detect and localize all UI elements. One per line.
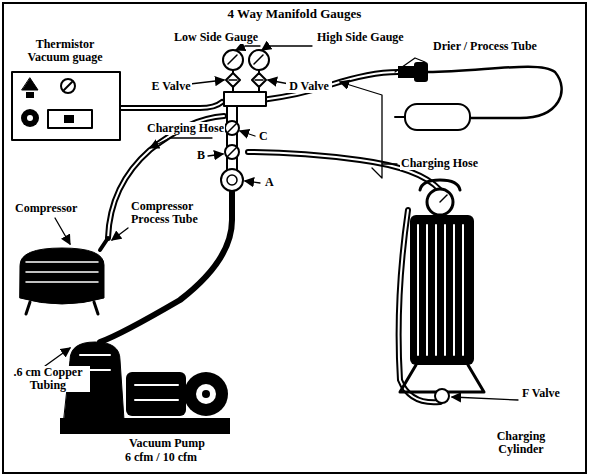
diagram-title: 4 Way Manifold Gauges (0, 6, 589, 22)
part-label: D Valve (286, 80, 332, 93)
part-label: F Valve (520, 387, 562, 400)
part-label: Vacuum Pump (128, 437, 206, 450)
part-label: Charging Hose (146, 122, 225, 135)
part-label: Compressor Process Tube (130, 200, 206, 226)
part-label: A (264, 176, 275, 189)
part-label: Compressor (14, 202, 78, 215)
part-label: .6 cm Copper Tubing (6, 366, 90, 392)
part-label: C (258, 130, 269, 143)
part-label: B (196, 149, 206, 162)
part-label: 6 cfm / 10 cfm (124, 451, 198, 464)
part-label: Charging Cylinder (488, 430, 554, 456)
part-label: Thermistor Vacuum guage (18, 38, 112, 64)
part-label: Drier / Process Tube (432, 40, 564, 53)
part-label: E Valve (150, 80, 192, 93)
part-label: Low Side Gauge (173, 31, 259, 44)
part-label: Charging Hose (400, 157, 479, 170)
part-label: High Side Gauge (316, 31, 405, 44)
